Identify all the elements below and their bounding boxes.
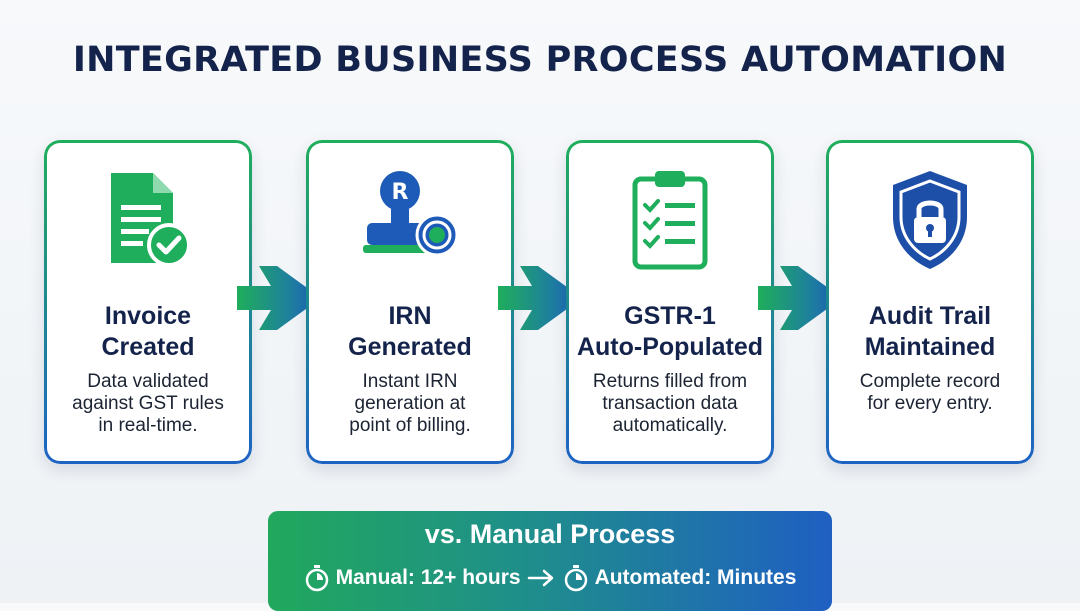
irn-stamp-icon: R <box>355 165 465 275</box>
arrow-right-icon <box>758 266 842 330</box>
comparison-row: Manual: 12+ hours Automated: Minutes <box>268 563 832 593</box>
comparison-title: vs. Manual Process <box>424 519 676 549</box>
manual-time-label: Manual: 12+ hours <box>335 566 521 589</box>
invoice-document-check-icon <box>93 165 203 275</box>
arrow-right-icon <box>498 266 582 330</box>
clipboard-checklist-icon <box>615 165 725 275</box>
automated-time-label: Automated: Minutes <box>594 566 797 589</box>
stopwatch-icon <box>305 565 328 592</box>
svg-text:R: R <box>392 180 409 205</box>
manual-comparison-box: vs. Manual Process Manual: 12+ hours Aut… <box>268 511 832 611</box>
page-title: INTEGRATED BUSINESS PROCESS AUTOMATION <box>72 40 1008 80</box>
arrow-right-icon <box>527 569 553 587</box>
shield-lock-icon <box>875 165 985 275</box>
stopwatch-icon <box>564 565 587 592</box>
arrow-right-icon <box>237 266 321 330</box>
